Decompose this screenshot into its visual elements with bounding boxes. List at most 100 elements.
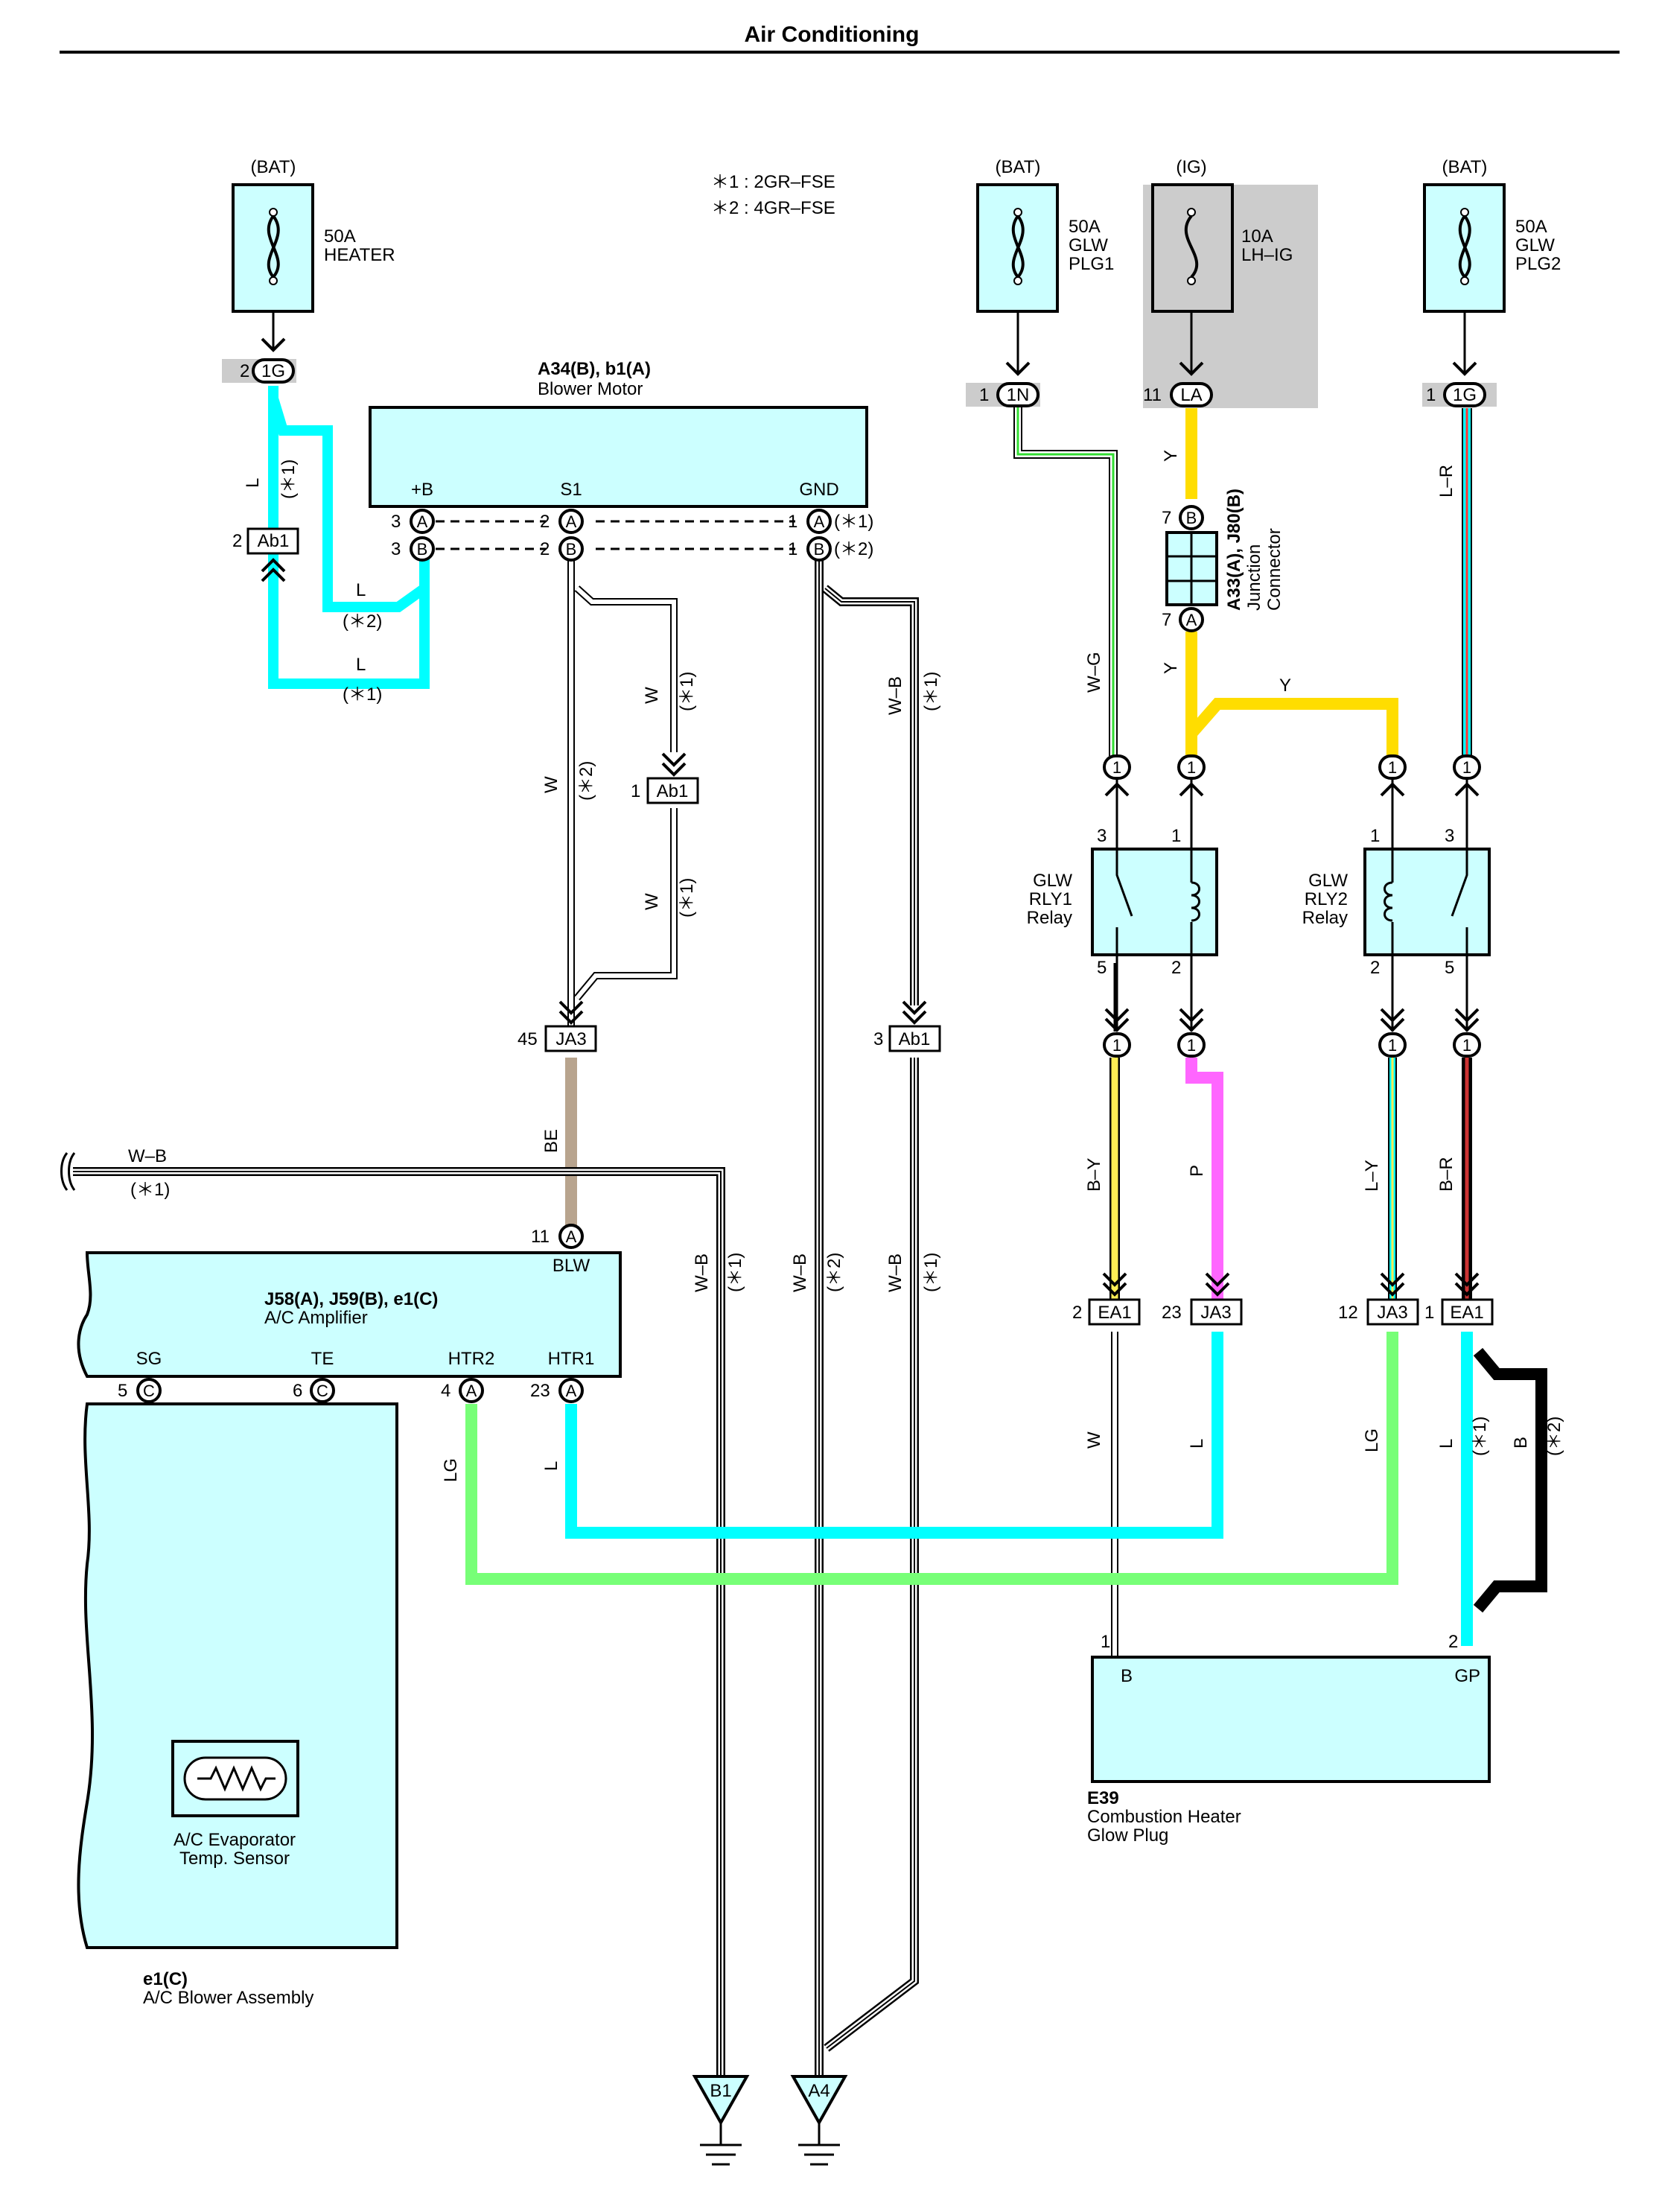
wire-wb-gnd1-s bbox=[824, 588, 915, 1005]
svg-text:Ab1: Ab1 bbox=[657, 781, 689, 801]
svg-text:(＊1): (＊1) bbox=[921, 1253, 941, 1292]
svg-text:JA3: JA3 bbox=[1377, 1303, 1407, 1323]
svg-text:(＊2): (＊2) bbox=[1544, 1417, 1564, 1456]
svg-text:C: C bbox=[316, 1382, 328, 1400]
motor-term-s1: S1 bbox=[560, 480, 582, 500]
relay1-l3: Relay bbox=[1027, 908, 1072, 928]
svg-text:(＊2): (＊2) bbox=[576, 761, 596, 801]
svg-text:B: B bbox=[417, 540, 428, 559]
svg-text:A: A bbox=[417, 512, 428, 531]
wire-wb-gnd1 bbox=[822, 585, 919, 1005]
amp-code: J58(A), J59(B), e1(C) bbox=[264, 1289, 438, 1309]
amp-te: TE bbox=[311, 1349, 334, 1369]
svg-text:(＊2): (＊2) bbox=[343, 611, 382, 632]
svg-text:Y: Y bbox=[1161, 662, 1181, 674]
page-title: Air Conditioning bbox=[745, 22, 920, 47]
svg-text:12: 12 bbox=[1338, 1303, 1358, 1323]
svg-text:JA3: JA3 bbox=[1200, 1303, 1231, 1323]
fuse-glw2-l2: PLG2 bbox=[1515, 254, 1561, 274]
svg-text:1: 1 bbox=[788, 512, 797, 532]
svg-text:L: L bbox=[541, 1461, 561, 1471]
svg-text:(＊1): (＊1) bbox=[921, 672, 941, 711]
svg-text:B: B bbox=[814, 540, 825, 559]
amp-name: A/C Amplifier bbox=[264, 1308, 368, 1328]
dashed-links bbox=[436, 520, 795, 550]
svg-text:L–Y: L–Y bbox=[1362, 1160, 1382, 1192]
relay2-pin1: 1 bbox=[1370, 826, 1380, 846]
bat-label-glw1: (BAT) bbox=[996, 157, 1041, 177]
junction-name-2: Connector bbox=[1264, 528, 1284, 611]
svg-text:L–R: L–R bbox=[1436, 465, 1456, 498]
wire-wb-ab1-down-s bbox=[826, 1058, 915, 2049]
wire-b-gp bbox=[1473, 1347, 1547, 1613]
conn-1n bbox=[996, 382, 1039, 407]
svg-text:LG: LG bbox=[1362, 1428, 1382, 1452]
svg-text:7: 7 bbox=[1162, 610, 1171, 630]
sensor-label-1: A/C Evaporator bbox=[173, 1830, 296, 1850]
svg-text:1: 1 bbox=[1112, 758, 1121, 777]
fuse-glw2 bbox=[1423, 183, 1506, 376]
svg-text:11: 11 bbox=[531, 1227, 550, 1247]
relay2-l2: RLY2 bbox=[1305, 889, 1348, 909]
conn-1g-a bbox=[252, 358, 295, 384]
svg-text:A: A bbox=[1186, 611, 1197, 629]
svg-text:A4: A4 bbox=[808, 2081, 830, 2101]
relay2-pin3: 3 bbox=[1445, 826, 1454, 846]
svg-text:L: L bbox=[1436, 1439, 1456, 1449]
relay1-l2: RLY1 bbox=[1029, 889, 1072, 909]
conn-la bbox=[1170, 382, 1213, 407]
heater-term-gp: GP bbox=[1454, 1666, 1480, 1686]
conn-1g-a-label: 1G bbox=[261, 361, 285, 381]
svg-text:1: 1 bbox=[1112, 1036, 1121, 1055]
lower-connectors: EA1 JA3 JA3 EA1 2 23 12 1 bbox=[1072, 1272, 1494, 1326]
motor-pins: A B A B A B 3 3 2 2 1 1 (＊1) (＊2) bbox=[391, 509, 873, 562]
svg-text:(＊1): (＊1) bbox=[677, 878, 697, 918]
svg-text:W: W bbox=[642, 687, 662, 704]
svg-text:3: 3 bbox=[391, 512, 401, 532]
svg-text:6: 6 bbox=[293, 1381, 302, 1401]
relay1-l1: GLW bbox=[1033, 871, 1072, 891]
svg-text:B: B bbox=[566, 540, 577, 559]
wires bbox=[73, 386, 1547, 2076]
relay1-pin1: 1 bbox=[1171, 826, 1181, 846]
svg-text:W–B: W–B bbox=[692, 1253, 712, 1292]
wire-wg-in bbox=[1015, 407, 1116, 756]
svg-text:45: 45 bbox=[518, 1029, 538, 1049]
svg-text:2: 2 bbox=[540, 539, 550, 559]
blower-motor-name: Blower Motor bbox=[538, 379, 643, 399]
wire-labels: L (＊1) L (＊2) L (＊1) W (＊1) W (＊2) W (＊1… bbox=[128, 450, 1564, 1482]
ig-label: (IG) bbox=[1176, 157, 1206, 177]
svg-text:1: 1 bbox=[1462, 1036, 1471, 1055]
svg-text:(＊1): (＊1) bbox=[278, 460, 299, 499]
svg-text:2: 2 bbox=[540, 512, 550, 532]
svg-text:A: A bbox=[566, 1227, 577, 1246]
blower-motor bbox=[369, 406, 868, 508]
amp-htr1: HTR1 bbox=[548, 1349, 595, 1369]
svg-text:A: A bbox=[814, 512, 825, 531]
amp-blw: BLW bbox=[553, 1256, 590, 1276]
svg-text:B–R: B–R bbox=[1436, 1157, 1456, 1192]
svg-text:B1: B1 bbox=[710, 2081, 731, 2101]
ac-amplifier bbox=[77, 1251, 622, 1378]
heater-term-b: B bbox=[1121, 1666, 1133, 1686]
wire-wb-ab1-down bbox=[824, 1058, 919, 2052]
fuse-heater-amp: 50A bbox=[324, 226, 356, 247]
svg-text:2: 2 bbox=[1072, 1303, 1082, 1323]
wire-wb-gnd1-in bbox=[823, 586, 917, 1005]
note-4gr: ＊2 : 4GR–FSE bbox=[711, 198, 835, 218]
fuse-glw1 bbox=[976, 183, 1059, 376]
wire-lg-htr2 bbox=[465, 1332, 1398, 1585]
fuse-glw2-amp: 50A bbox=[1515, 217, 1547, 237]
conn-1g-b-pin: 1 bbox=[1426, 385, 1436, 405]
svg-text:EA1: EA1 bbox=[1450, 1303, 1483, 1323]
svg-text:L: L bbox=[356, 580, 366, 600]
svg-text:(＊1): (＊1) bbox=[343, 684, 382, 705]
junction-name-1: Junction bbox=[1244, 544, 1264, 611]
wire-break-mark bbox=[60, 1152, 76, 1191]
relay-conn-bot: 1 1 1 1 bbox=[1103, 955, 1481, 1058]
svg-text:L: L bbox=[356, 655, 366, 675]
relay1-pin5: 5 bbox=[1097, 958, 1107, 978]
svg-text:4: 4 bbox=[441, 1381, 450, 1401]
conn-la-pin: 11 bbox=[1143, 385, 1162, 405]
junction-connector: B A 7 7 bbox=[1162, 505, 1218, 632]
